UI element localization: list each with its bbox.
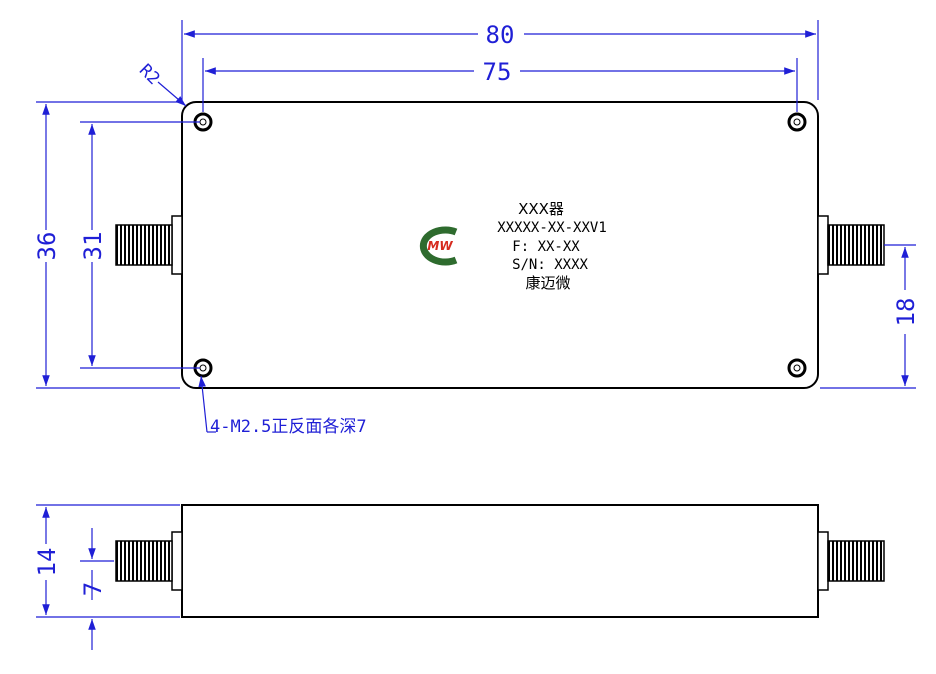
dimension-75-text: 75 [483, 58, 512, 86]
housing-side [181, 504, 819, 618]
label-brand: 康迈微 [525, 274, 570, 292]
dimension-31: 31 [79, 121, 200, 369]
mounting-hole-br [787, 358, 807, 378]
side-sma-connector-left [115, 531, 183, 591]
dimension-80: 80 [181, 20, 819, 100]
logo-text: MW [427, 239, 453, 253]
hole-callout-text: 4-M2.5正反面各深7 [210, 417, 367, 437]
mounting-hole-tr [787, 112, 807, 132]
sma-connector-left [115, 215, 183, 275]
dimension-r2: R2 [135, 60, 187, 107]
dimension-14: 14 [33, 504, 180, 618]
dimension-18: 18 [820, 244, 920, 389]
dimension-80-text: 80 [486, 21, 515, 49]
dimension-7-text: 7 [79, 582, 107, 596]
housing-top [181, 101, 819, 389]
dimension-14-text: 14 [33, 548, 61, 577]
hole-callout: 4-M2.5正反面各深7 [198, 375, 367, 437]
company-logo: MW [419, 226, 458, 266]
sma-connector-right [817, 215, 885, 275]
label-product-name: XXX器 [518, 200, 564, 218]
dimension-18-text: 18 [892, 298, 920, 327]
dimension-36-text: 36 [33, 232, 61, 261]
dimension-r2-text: R2 [135, 60, 164, 89]
side-view: 14 7 [33, 504, 885, 650]
dimension-36: 36 [33, 101, 180, 389]
label-serial: S/N: XXXX [512, 257, 588, 273]
dimension-75: 75 [202, 58, 798, 112]
side-sma-connector-right [817, 531, 885, 591]
label-frequency: F: XX-XX [512, 239, 580, 255]
dimension-7: 7 [79, 528, 114, 650]
label-part-number: XXXXX-XX-XXV1 [497, 220, 607, 236]
top-view: MW XXX器 XXXXX-XX-XXV1 F: XX-XX S/N: XXXX… [33, 20, 920, 437]
dimension-31-text: 31 [79, 232, 107, 261]
